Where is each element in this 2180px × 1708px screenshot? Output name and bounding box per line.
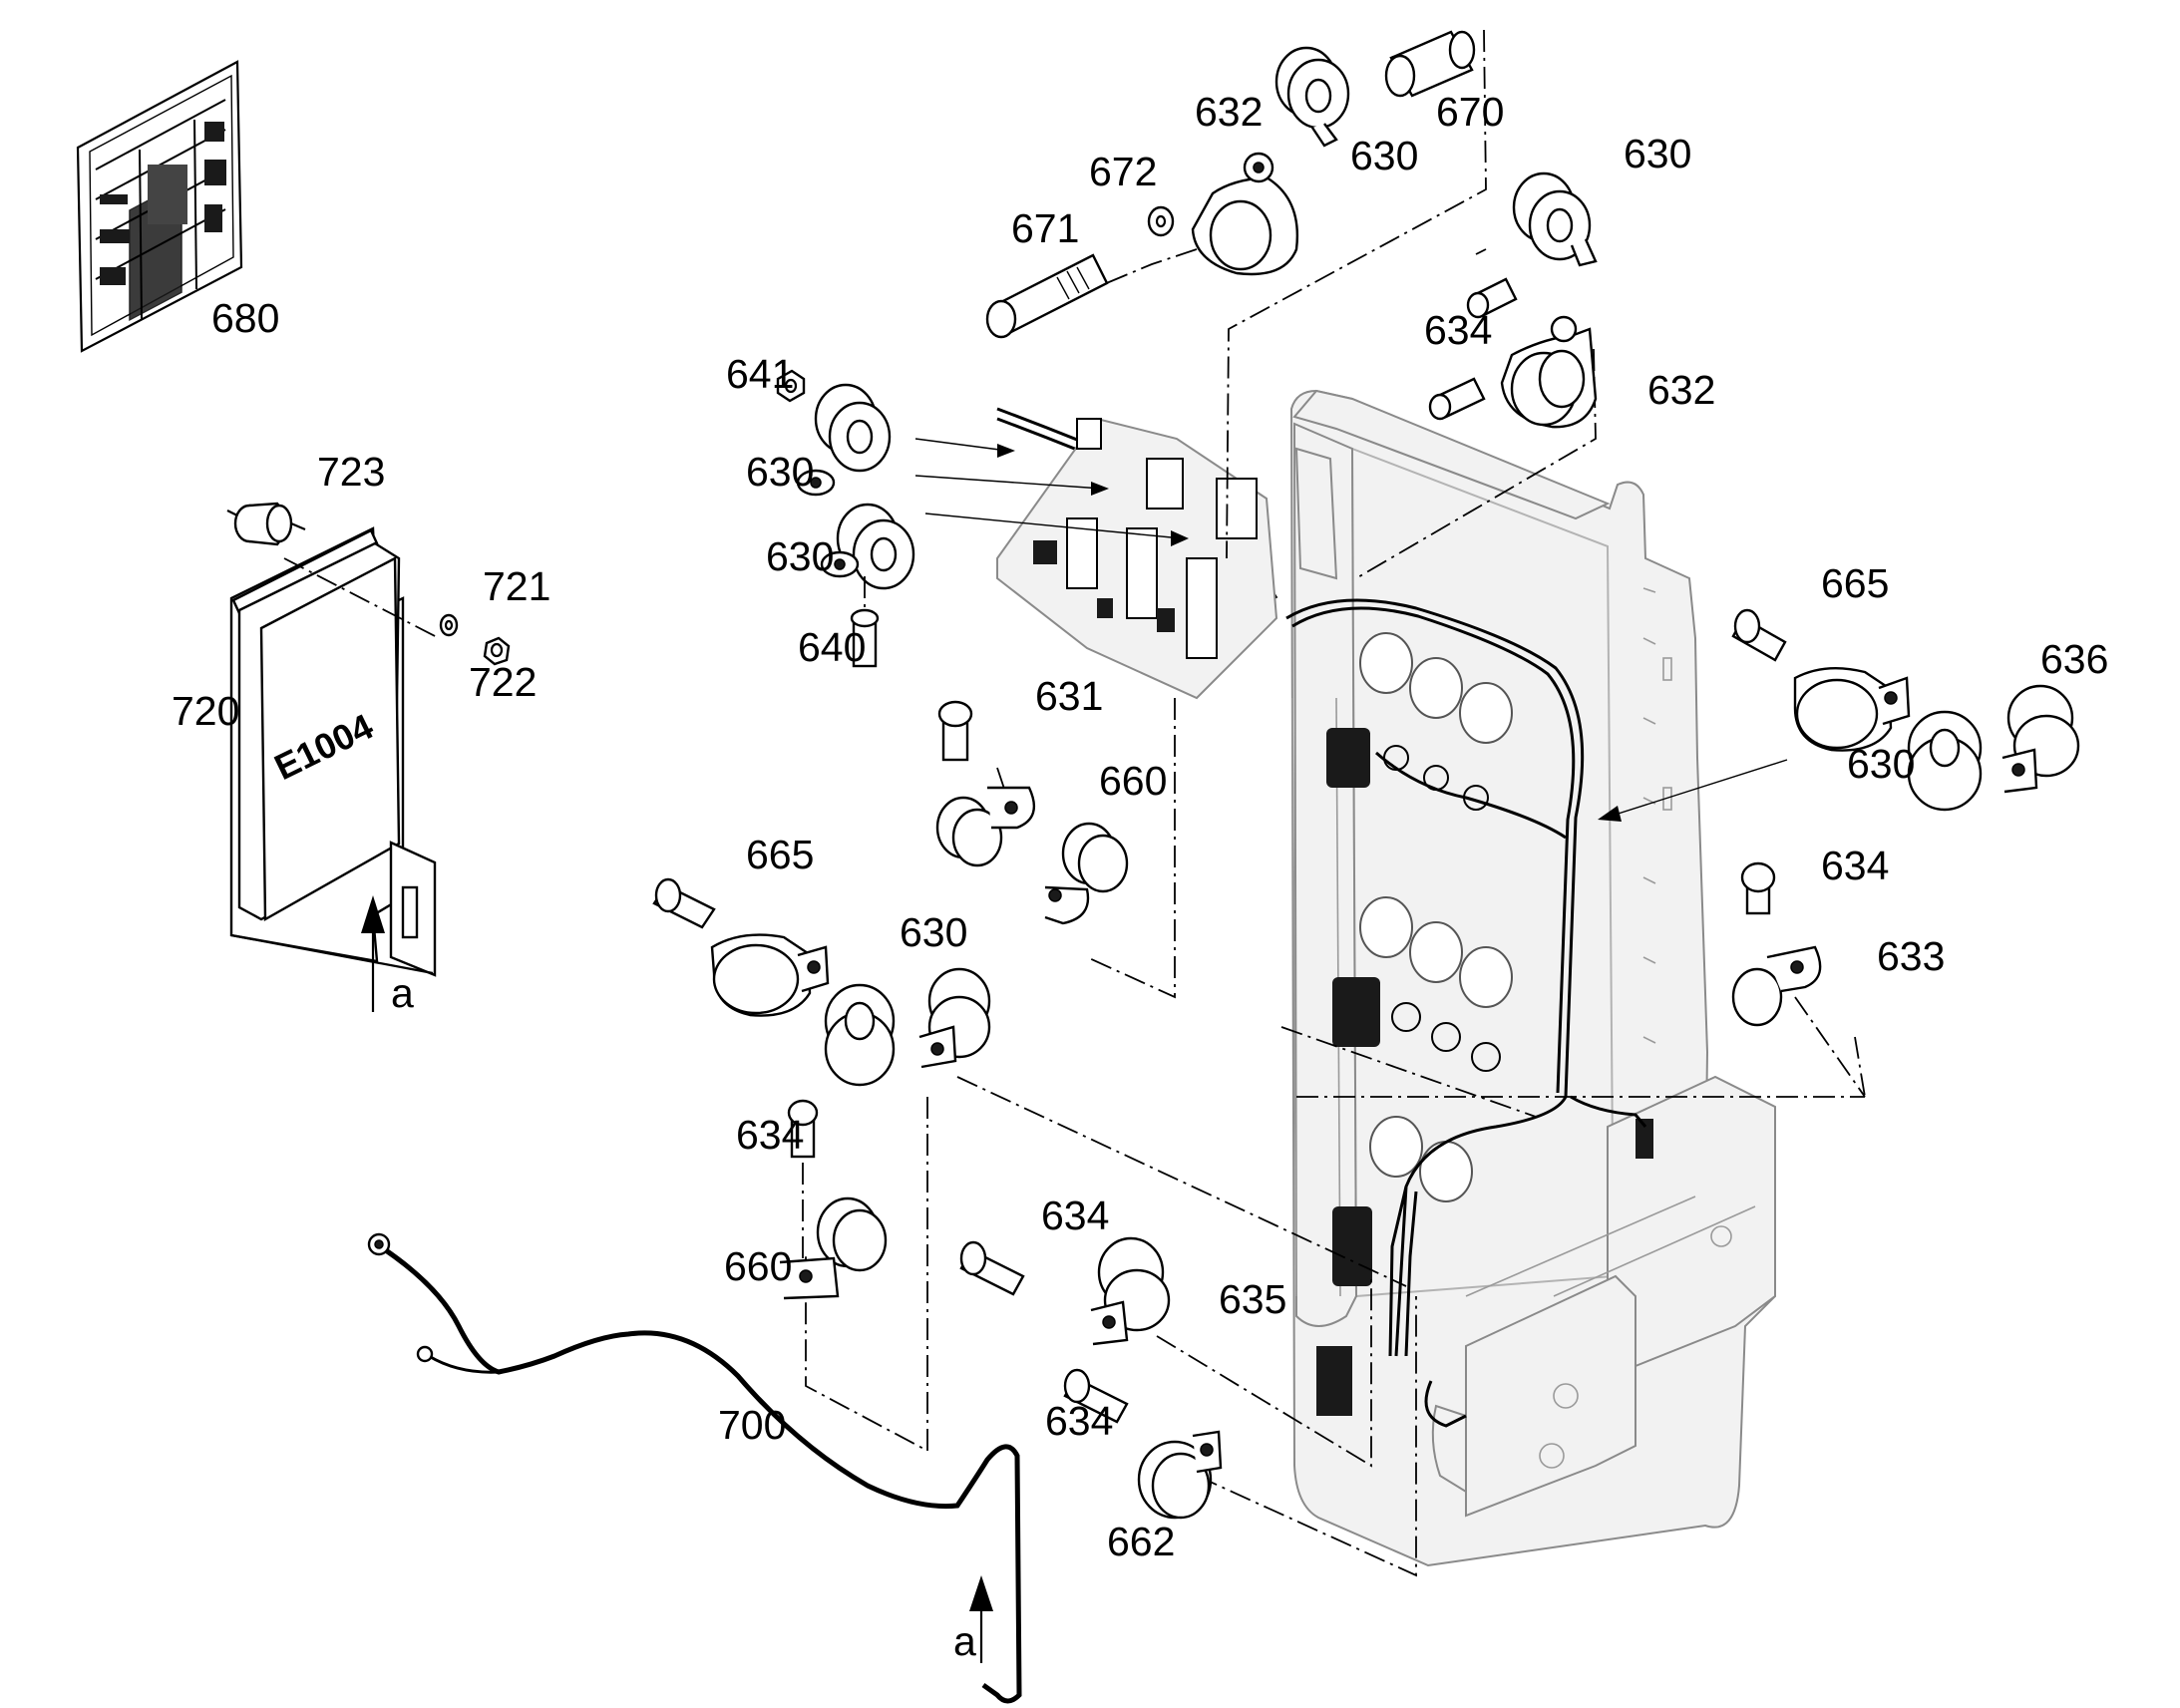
callout-630-upper-right: 630 [1624,131,1691,176]
callout-634-upper: 634 [1424,307,1492,353]
callout-640: 640 [798,624,866,670]
callout-a-left: a [391,970,414,1016]
bolt-665-left [652,877,716,929]
bolt-634-right [1740,861,1776,915]
callout-a-bottom: a [953,1618,976,1664]
view-arrow-a-left [361,895,385,1012]
callout-670: 670 [1436,89,1504,135]
callout-630-left: 630 [900,909,967,955]
bolt-634-upper-b [1428,377,1486,421]
clamp-635 [1090,1236,1171,1346]
clamp-630-top [1274,46,1350,148]
pointer-arrows [914,438,1788,822]
electronics-assembly [996,417,1278,700]
callout-632-top: 632 [1195,89,1263,135]
spacer-670 [1384,30,1476,98]
callout-720: 720 [172,688,239,734]
callout-635: 635 [1219,1276,1286,1322]
callout-700: 700 [718,1402,786,1448]
bolt-634-bottom [1063,1368,1129,1424]
callout-641: 641 [726,351,794,397]
capacitor-banks [1316,632,1653,1416]
clamp-660-mid-a [935,786,1036,867]
rubber-mount-723 [226,502,306,546]
callout-721: 721 [483,563,550,609]
callout-630-right: 630 [1847,741,1915,787]
callout-722: 722 [469,659,537,705]
assembly-lines [805,29,1866,1577]
bolt-671 [985,253,1109,339]
callout-633: 633 [1877,933,1945,979]
nut-641 [776,369,806,403]
callout-672: 672 [1089,149,1157,194]
clamp-660-lower [779,1163,888,1300]
clamp-630-upper-right [1512,171,1598,267]
callout-660-lower: 660 [724,1243,792,1289]
clamp-632-right [1500,315,1598,429]
bolt-665-right [1731,608,1787,662]
clamp-630-a [796,383,892,497]
callout-634-right: 634 [1821,843,1889,888]
clamp-630-left-b [918,967,991,1069]
cable-700 [367,1232,1022,1704]
clamp-632-top [1191,152,1298,276]
washer-672 [1147,205,1175,237]
schematic-sheet-680 [76,60,243,353]
callout-660-mid: 660 [1099,758,1167,804]
nut-722 [483,636,511,666]
callout-665-right: 665 [1821,560,1889,606]
bolt-634-upper-a [1466,277,1518,319]
callout-630-top: 630 [1350,133,1418,178]
control-box-720: E1004 [229,526,440,977]
clamp-633 [1731,945,1822,1027]
bolt-631 [937,700,1008,799]
bolt-634-lower [787,1099,819,1159]
clamp-630-left-a [824,983,896,1087]
callout-630-a: 630 [746,449,814,495]
callout-636: 636 [2040,636,2108,682]
callout-632-right: 632 [1647,367,1715,413]
clamp-636 [2001,684,2080,794]
washer-721 [439,613,459,637]
clamp-665-right [1793,667,1911,752]
callout-634-mid: 634 [1041,1193,1109,1238]
callout-634-lower: 634 [736,1112,804,1158]
callout-665-left: 665 [746,832,814,877]
clamp-630-b [820,503,915,590]
callout-662: 662 [1107,1519,1175,1564]
clamp-665-left [710,933,830,1017]
view-arrow-a-bottom [969,1575,993,1663]
bolt-634-mid [959,1240,1025,1296]
callout-680: 680 [211,295,279,341]
clamp-660-mid-b [1044,822,1129,925]
bolt-640 [850,576,880,668]
callout-631: 631 [1035,673,1103,719]
callout-671: 671 [1011,205,1079,251]
callout-723: 723 [317,449,385,495]
callout-630-b: 630 [766,533,834,579]
clamp-630-right [1907,710,1983,812]
clamp-662 [1137,1430,1223,1520]
callout-634-bottom: 634 [1045,1398,1113,1444]
